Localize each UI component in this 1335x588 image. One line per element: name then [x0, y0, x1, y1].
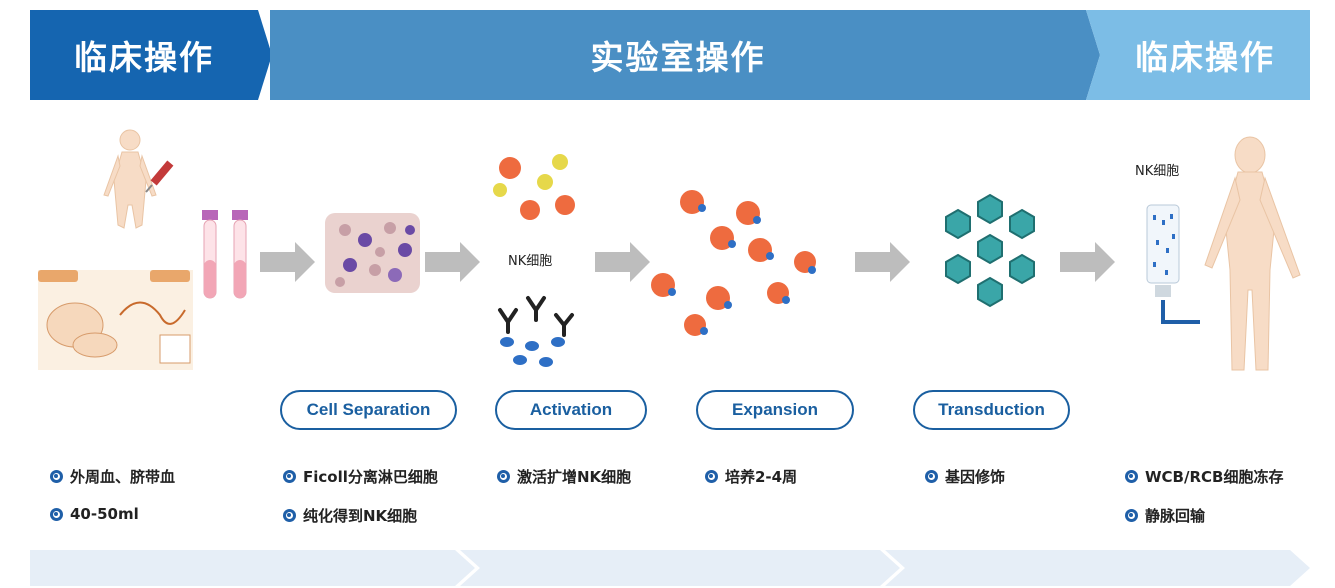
chevron-segment-2: [460, 550, 900, 586]
bullet-icon: [283, 509, 296, 522]
arrow-5: [1060, 242, 1115, 282]
patient-body-image: [1204, 136, 1301, 371]
banner-right-shape: [1086, 10, 1310, 100]
arrow-2: [425, 242, 480, 282]
bullet-icon: [283, 470, 296, 483]
arrow-1: [260, 242, 315, 282]
step-activation: Activation: [495, 390, 647, 430]
step-expansion: Expansion: [696, 390, 854, 430]
beads-image: [500, 337, 565, 367]
bottom-chevron-bar: [30, 550, 1310, 586]
bullet-icon: [50, 507, 63, 521]
activation-nk-label: NK细胞: [508, 254, 553, 269]
bullet-icon: [497, 470, 510, 483]
syringe-icon: [145, 160, 174, 193]
newborn-image: [38, 270, 193, 370]
bullet-item: 培养2-4周: [705, 466, 797, 487]
banner-background: [30, 10, 1310, 100]
step-cell-separation: Cell Separation: [280, 390, 457, 430]
bullet-icon: [705, 470, 718, 483]
bullet-item: 40-50ml: [50, 505, 139, 523]
banner-right-title: 临床操作: [1135, 38, 1275, 77]
chevron-segment-3: [885, 550, 1310, 586]
bullet-item: 静脉回输: [1125, 505, 1205, 526]
nk-cells-image: [493, 154, 575, 220]
bullet-icon: [1125, 509, 1138, 522]
chevron-segment-1: [30, 550, 475, 586]
bullet-icon: [50, 470, 63, 483]
bullet-item: 纯化得到NK细胞: [283, 505, 417, 526]
bullet-item: WCB/RCB细胞冻存: [1125, 466, 1283, 487]
flow-arrows: [260, 242, 1115, 282]
banner-center-shape: [270, 10, 1100, 100]
blood-tubes-image: [202, 210, 248, 299]
blood-smear-image: [325, 213, 420, 293]
bullet-item: 激活扩增NK细胞: [497, 466, 631, 487]
banner-center-title: 实验室操作: [590, 38, 766, 77]
donor-body-image: [103, 129, 157, 229]
arrow-4: [855, 242, 910, 282]
infusion-nk-label: NK细胞: [1135, 164, 1180, 179]
infusion-bag-image: [1146, 204, 1200, 324]
banner-left-shape: [30, 10, 272, 100]
bullet-icon: [925, 470, 938, 483]
bullet-icon: [1125, 470, 1138, 483]
arrow-3: [595, 242, 650, 282]
expanded-cells-image: [651, 190, 816, 336]
antibody-icons: [498, 296, 574, 337]
transduced-cells-image: [945, 193, 1035, 308]
process-illustration: [38, 129, 1301, 371]
bullet-item: Ficoll分离淋巴细胞: [283, 466, 438, 487]
banner-left-title: 临床操作: [74, 38, 214, 77]
bullet-item: 外周血、脐带血: [50, 466, 175, 487]
bullet-item: 基因修饰: [925, 466, 1005, 487]
step-transduction: Transduction: [913, 390, 1070, 430]
